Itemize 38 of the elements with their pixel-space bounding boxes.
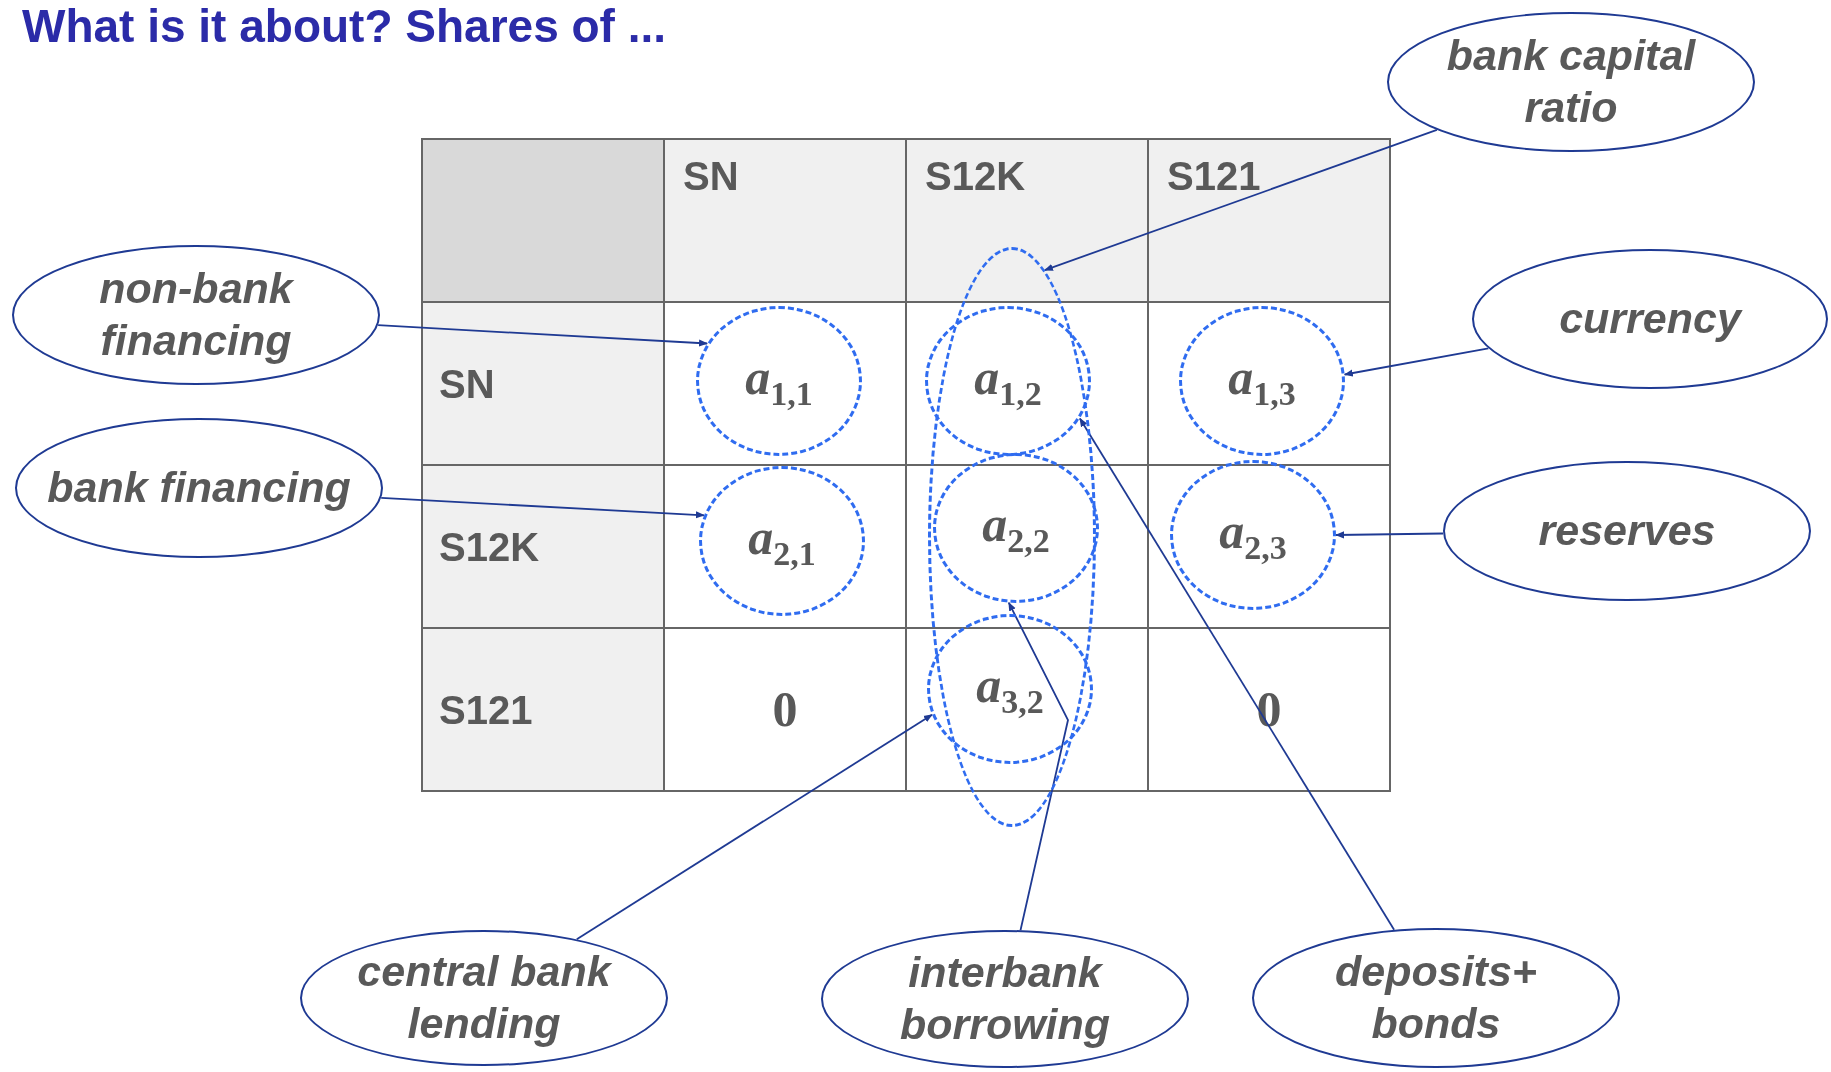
matrix-entry: a$_{1,1}$ [745, 351, 813, 411]
callout-text: bank capital ratio [1445, 30, 1697, 133]
slide-title: What is it about? Shares of ... [22, 0, 667, 53]
callout-text: central bank lending [356, 946, 613, 1049]
callout-text: currency [1559, 293, 1741, 345]
column-header: S121 [1149, 140, 1389, 301]
leader-arrow [1335, 531, 1444, 539]
matrix-entry: a$_{1,3}$ [1228, 351, 1296, 411]
leader-arrow [1043, 129, 1438, 271]
dashed-circle [925, 306, 1091, 456]
dashed-circle [699, 466, 865, 616]
row-header: S12K [423, 466, 663, 627]
dashed-circle [696, 306, 862, 456]
dashed-circle [933, 453, 1099, 603]
cell-value: 0 [665, 629, 905, 790]
column-header: S12K [907, 140, 1147, 301]
leader-arrow [1079, 417, 1395, 931]
matrix-entry: a$_{3,2}$ [976, 659, 1044, 719]
matrix-entry: a$_{1,2}$ [974, 351, 1042, 411]
callout-text: non-bank financing [98, 263, 295, 366]
row-header: SN [423, 303, 663, 464]
row-header: S121 [423, 629, 663, 790]
dashed-circle [1170, 460, 1336, 610]
callout-text: bank financing [47, 462, 351, 514]
callout-text: deposits+ bonds [1334, 946, 1538, 1049]
matrix-entry: a$_{2,3}$ [1219, 505, 1287, 565]
dashed-circle [1179, 306, 1345, 456]
cell-value: 0 [1149, 629, 1389, 790]
leader-arrow [1007, 601, 1069, 932]
callout-text: reserves [1538, 505, 1716, 557]
matrix-entry: a$_{2,1}$ [748, 511, 816, 571]
matrix-entry: a$_{2,2}$ [982, 498, 1050, 558]
callout-text: interbank borrowing [898, 947, 1112, 1050]
dashed-ellipse [928, 247, 1096, 827]
leader-arrow [1343, 347, 1490, 377]
leader-arrow [575, 713, 933, 941]
dashed-circle [927, 614, 1093, 764]
column-header: SN [665, 140, 905, 301]
